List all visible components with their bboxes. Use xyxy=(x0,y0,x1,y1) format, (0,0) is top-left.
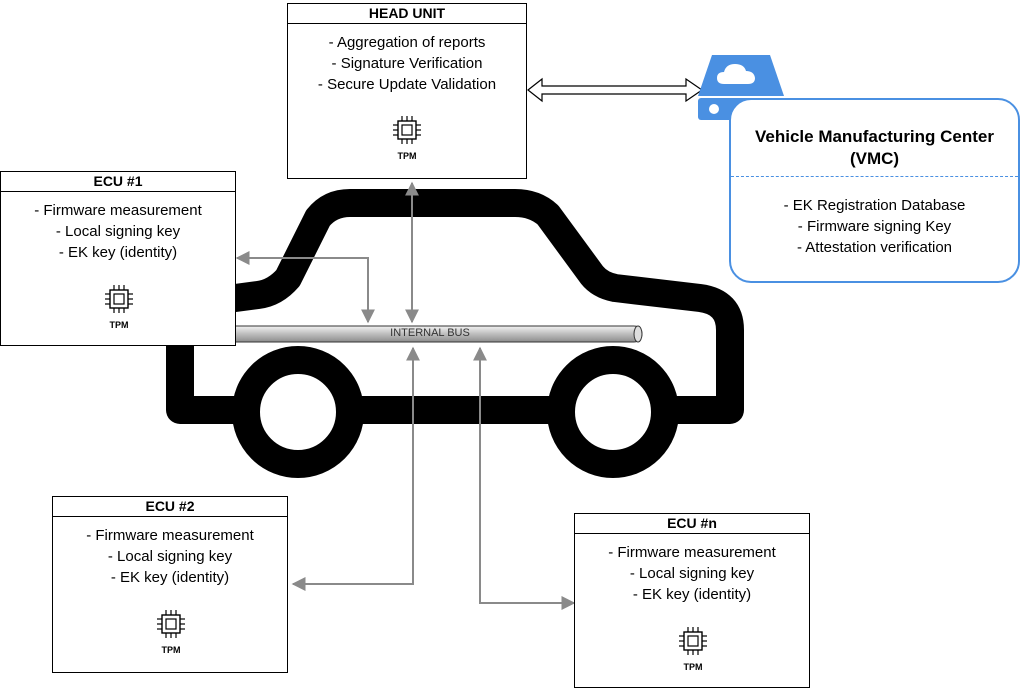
ecu2-feature: - EK key (identity) xyxy=(110,569,230,586)
head-unit-tpm: TPM xyxy=(387,115,427,161)
ecu1-features: - Firmware measurement - Local signing k… xyxy=(1,200,235,263)
chip-icon xyxy=(393,116,421,144)
ecu1-feature: - Firmware measurement xyxy=(34,202,202,219)
connector-head-unit-vmc xyxy=(527,77,704,103)
vmc-features: - EK Registration Database - Firmware si… xyxy=(731,195,1018,258)
vmc-title-line: Vehicle Manufacturing Center xyxy=(755,127,994,146)
head-unit-box: HEAD UNIT - Aggregation of reports - Sig… xyxy=(287,3,527,179)
ecu1-box: ECU #1 - Firmware measurement - Local si… xyxy=(0,171,236,346)
ecu2-features: - Firmware measurement - Local signing k… xyxy=(53,525,287,588)
ecun-title: ECU #n xyxy=(575,514,809,534)
vmc-feature: - Attestation verification xyxy=(796,239,953,256)
head-unit-feature: - Aggregation of reports xyxy=(328,34,486,51)
vmc-title: Vehicle Manufacturing Center (VMC) xyxy=(731,126,1018,170)
ecu2-feature: - Firmware measurement xyxy=(86,527,254,544)
ecu1-title: ECU #1 xyxy=(1,172,235,192)
tpm-label: TPM xyxy=(397,151,417,161)
ecu2-feature: - Local signing key xyxy=(107,548,233,565)
vmc-divider xyxy=(731,176,1018,177)
head-unit-feature: - Signature Verification xyxy=(331,55,483,72)
ecun-feature: - EK key (identity) xyxy=(632,586,752,603)
connector-ecun-bus xyxy=(473,346,576,610)
ecun-tpm: TPM xyxy=(673,626,713,672)
ecun-box: ECU #n - Firmware measurement - Local si… xyxy=(574,513,810,688)
ecun-feature: - Firmware measurement xyxy=(608,544,776,561)
chip-icon xyxy=(105,285,133,313)
connector-ecu2-bus xyxy=(291,346,420,591)
head-unit-feature: - Secure Update Validation xyxy=(317,76,497,93)
ecu2-title: ECU #2 xyxy=(53,497,287,517)
vmc-feature: - Firmware signing Key xyxy=(797,218,952,235)
internal-bus-label: INTERNAL BUS xyxy=(390,327,470,339)
ecun-features: - Firmware measurement - Local signing k… xyxy=(575,542,809,605)
chip-icon xyxy=(679,627,707,655)
connector-ecu1-bus xyxy=(235,251,375,324)
ecun-feature: - Local signing key xyxy=(629,565,755,582)
ecu1-feature: - EK key (identity) xyxy=(58,244,178,261)
head-unit-title: HEAD UNIT xyxy=(288,4,526,24)
head-unit-features: - Aggregation of reports - Signature Ver… xyxy=(288,32,526,95)
tpm-label: TPM xyxy=(109,320,129,330)
vmc-feature: - EK Registration Database xyxy=(783,197,966,214)
tpm-label: TPM xyxy=(161,645,181,655)
ecu2-box: ECU #2 - Firmware measurement - Local si… xyxy=(52,496,288,673)
ecu2-tpm: TPM xyxy=(151,609,191,655)
vmc-box: Vehicle Manufacturing Center (VMC) - EK … xyxy=(729,98,1020,283)
ecu1-feature: - Local signing key xyxy=(55,223,181,240)
vmc-title-line: (VMC) xyxy=(849,149,900,168)
chip-icon xyxy=(157,610,185,638)
tpm-label: TPM xyxy=(683,662,703,672)
ecu1-tpm: TPM xyxy=(99,284,139,330)
